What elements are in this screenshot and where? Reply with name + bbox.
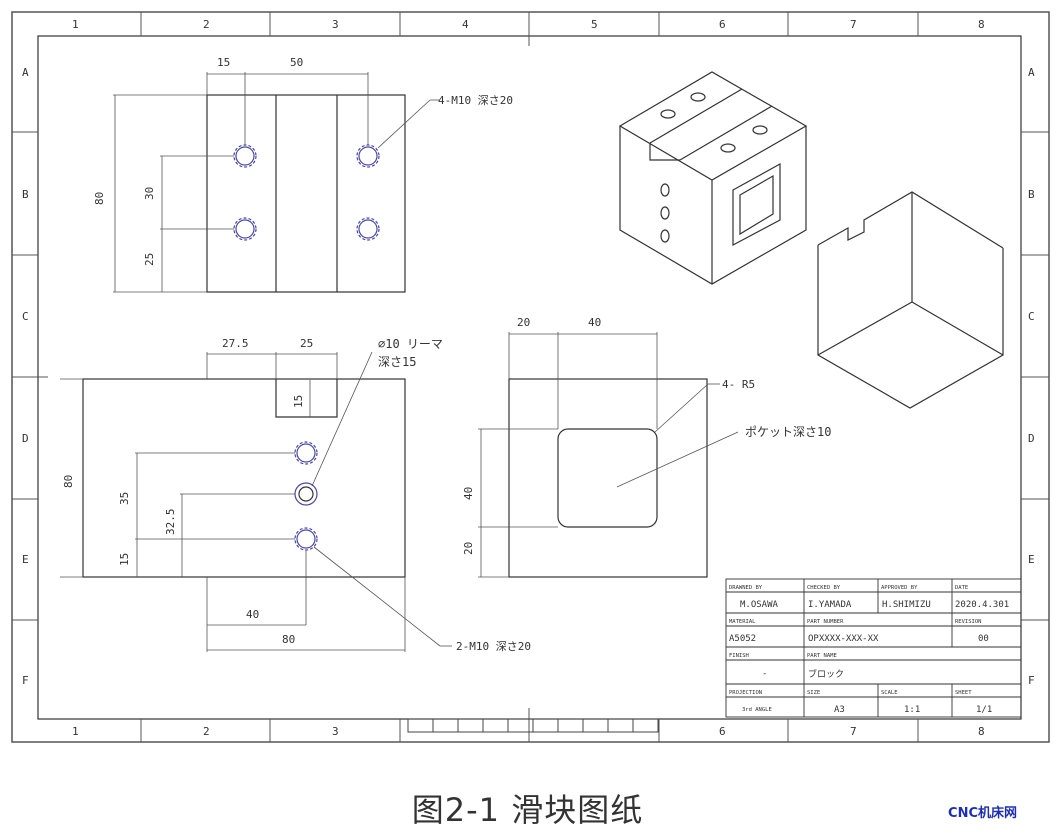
row-label: B [22,188,29,201]
value-date: 2020.4.301 [955,600,1009,610]
title-block [725,578,1022,718]
dim-20v: 20 [462,542,475,555]
label-revision: REVISION [955,619,982,625]
callout-radius: 4- R5 [722,378,755,391]
dim-35: 35 [118,492,131,505]
label-material: MATERIAL [729,619,756,625]
callout-ream: ∅10 リーマ [378,337,443,351]
dim-40: 40 [588,316,601,329]
col-label: 1 [72,725,79,738]
col-label: 4 [462,18,469,31]
dim-27-5: 27.5 [222,337,249,350]
value-part-number: OPXXXX-XXX-XX [808,634,879,644]
label-checked-by: CHECKED BY [807,585,841,591]
title-block-text: DRAWNED BY CHECKED BY APPROVED BY DATE M… [729,585,1009,715]
callout-tap: 2-M10 深さ20 [456,640,531,653]
drawing-sheet: 1 2 3 4 5 6 7 8 1 2 3 6 7 8 A B C D E F … [11,11,1050,743]
value-approved-by: H.SHIMIZU [882,600,931,610]
label-sheet: SHEET [955,690,972,696]
figure-caption: 图2-1 滑块图纸 [411,791,644,829]
dim-80: 80 [93,192,106,205]
side-view-dims: 20 40 40 20 4- R5 ポケット深さ10 [462,316,831,555]
dim-25: 25 [143,253,156,266]
dim-30: 30 [143,187,156,200]
dim-80b: 80 [282,633,295,646]
value-sheet: 1/1 [976,705,992,715]
label-part-number: PART NUMBER [807,619,844,625]
zone-dividers [12,12,1049,742]
label-drawn-by: DRAWNED BY [729,585,763,591]
top-view-dims: 15 50 80 30 25 4-M10 深さ20 [93,56,513,266]
label-finish: FINISH [729,653,749,659]
row-label: E [22,553,29,566]
col-label: 8 [978,725,985,738]
drawing-svg: 1 2 3 4 5 6 7 8 1 2 3 6 7 8 A B C D E F … [11,11,1050,743]
row-label: B [1028,188,1035,201]
dim-15: 15 [292,395,305,408]
row-label: F [22,674,29,687]
value-material: A5052 [729,634,756,644]
zone-labels: 1 2 3 4 5 6 7 8 1 2 3 6 7 8 A B C D E F … [22,18,1035,738]
col-label: 6 [719,18,726,31]
value-part-name: ブロック [808,668,844,680]
label-date: DATE [955,585,968,591]
row-label: E [1028,553,1035,566]
dim-50: 50 [290,56,303,69]
row-label: C [22,310,29,323]
col-label: 3 [332,18,339,31]
isometric-view-block [618,71,808,285]
label-scale: SCALE [881,690,898,696]
col-label: 5 [591,18,598,31]
callout-pocket: ポケット深さ10 [745,425,831,439]
value-scale: 1:1 [904,705,920,715]
outer-frame [11,11,1050,743]
isometric-view-cube [817,191,1004,409]
value-finish: - [762,669,767,679]
callout-tapped-holes: 4-M10 深さ20 [438,94,513,107]
col-label: 7 [850,725,857,738]
dim-15b: 15 [118,553,131,566]
dim-32-5: 32.5 [164,509,177,536]
row-label: D [22,432,29,445]
side-view [478,332,739,578]
row-label: C [1028,310,1035,323]
front-view-dims: 27.5 25 15 80 35 32.5 15 40 80 ∅10 リーマ 深… [62,337,531,653]
bottom-ruler [407,718,659,733]
watermark-logo: CNC机床网 [948,806,1017,821]
col-label: 2 [203,18,210,31]
label-approved-by: APPROVED BY [881,585,918,591]
callout-ream-depth: 深さ15 [378,355,416,369]
value-revision: 00 [978,634,989,644]
dim-40: 40 [246,608,259,621]
value-checked-by: I.YAMADA [808,600,852,610]
col-label: 1 [72,18,79,31]
dim-25: 25 [300,337,313,350]
col-label: 8 [978,18,985,31]
tapped-holes [233,144,380,241]
front-view [60,351,452,652]
col-label: 2 [203,725,210,738]
label-size: SIZE [807,690,820,696]
row-label: F [1028,674,1035,687]
label-projection: PROJECTION [729,690,762,696]
row-label: D [1028,432,1035,445]
dim-80: 80 [62,475,75,488]
label-part-name: PART NAME [807,653,837,659]
col-label: 6 [719,725,726,738]
col-label: 7 [850,18,857,31]
front-holes [294,441,318,551]
dim-40v: 40 [462,487,475,500]
row-label: A [22,66,29,79]
value-drawn-by: M.OSAWA [740,600,779,610]
col-label: 3 [332,725,339,738]
value-projection: 3rd ANGLE [742,707,772,713]
row-label: A [1028,66,1035,79]
dim-20: 20 [517,316,530,329]
dim-15: 15 [217,56,230,69]
top-view [113,72,440,293]
inner-frame [37,35,1022,720]
value-size: A3 [834,705,845,715]
